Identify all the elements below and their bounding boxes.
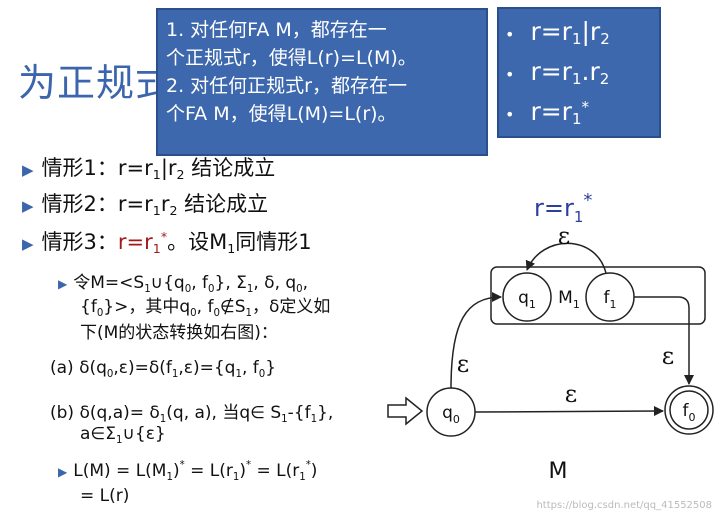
diagram-caption: r=r1* (534, 190, 592, 226)
theorem-callout: 1. 对任何FA M，都存在一 个正规式r，使得L(r)=L(M)。 2. 对任… (156, 8, 488, 156)
state-f0-accept-ring (669, 390, 709, 430)
edge-f1-to-q1 (525, 242, 607, 274)
bullet: • (505, 25, 515, 44)
case-2: ▶情形2：r=r1r2 结论成立 (22, 192, 269, 218)
equation-b-line-1: (b) δ(q,a)= δ1(q, a), 当q∈ S1-{f1}, (50, 403, 334, 425)
machine-m1-box (490, 266, 706, 325)
state-f1-label: f1 (604, 288, 617, 311)
definition-line-2: {f0}>，其中q0, f0∉S1，δ定义如 (80, 297, 331, 319)
regex-form-star: •r=r1* (505, 97, 589, 128)
pointer-arrow-icon (387, 396, 424, 426)
bullet: • (505, 105, 515, 124)
state-q1 (502, 272, 552, 322)
state-f0 (664, 385, 714, 435)
triangle-bullet-icon: ▶ (22, 161, 34, 179)
edge-label-epsilon: ε (662, 342, 674, 370)
regex-forms-box: •r=r1|r2 •r=r1.r2 •r=r1* (497, 7, 661, 138)
triangle-bullet-icon: ▶ (58, 277, 68, 291)
slide-title: 为正规式 (18, 61, 175, 105)
definition-line-3: 下(M的状态转换如右图)： (80, 323, 278, 343)
regex-form-concat: •r=r1.r2 (505, 57, 610, 88)
language-equality-line-1: ▶L(M) = L(M1)* = L(r1)* = L(r1*) (58, 460, 318, 483)
case-1: ▶情形1：r=r1|r2 结论成立 (22, 156, 276, 182)
callout-line: 2. 对任何正规式r，都存在一 (166, 75, 407, 97)
triangle-bullet-icon: ▶ (58, 465, 68, 479)
callout-line: 个FA M，使得L(M)=L(r)。 (166, 103, 397, 125)
definition-line-1: ▶令M=<S1∪{q0, f0}, Σ1, δ, q0, (58, 273, 309, 295)
equation-a: (a) δ(q0,ε)=δ(f1,ε)={q1, f0} (50, 358, 277, 380)
edge-q0-to-q1 (450, 292, 502, 389)
edge-q0-to-f0 (474, 406, 664, 417)
watermark: https://blog.csdn.net/qq_41552508 (536, 500, 712, 511)
state-q0-label: q0 (442, 403, 460, 426)
edge-f1-to-f0 (634, 296, 694, 385)
machine-m1-label: M1 (558, 288, 580, 311)
language-equality-line-2: = L(r) (80, 486, 130, 506)
triangle-bullet-icon: ▶ (22, 197, 34, 215)
callout-line: 个正规式r，使得L(r)=L(M)。 (166, 47, 417, 69)
edge-label-epsilon: ε (457, 350, 469, 378)
regex-form-union: •r=r1|r2 (505, 17, 610, 48)
state-f1 (585, 272, 635, 322)
equation-b-line-2: a∈Σ1∪{ε} (80, 424, 166, 446)
machine-m-label: M (549, 459, 568, 484)
edge-label-epsilon: ε (558, 222, 570, 250)
edge-label-epsilon: ε (565, 380, 577, 408)
bullet: • (505, 65, 515, 84)
triangle-bullet-icon: ▶ (22, 235, 34, 253)
state-q1-label: q1 (518, 288, 536, 311)
case-3: ▶情形3：r=r1*。设M1同情形1 (22, 229, 312, 256)
case-3-regex: r=r1* (117, 229, 168, 256)
state-f0-label: f0 (683, 401, 696, 424)
callout-line: 1. 对任何FA M，都存在一 (166, 19, 387, 41)
